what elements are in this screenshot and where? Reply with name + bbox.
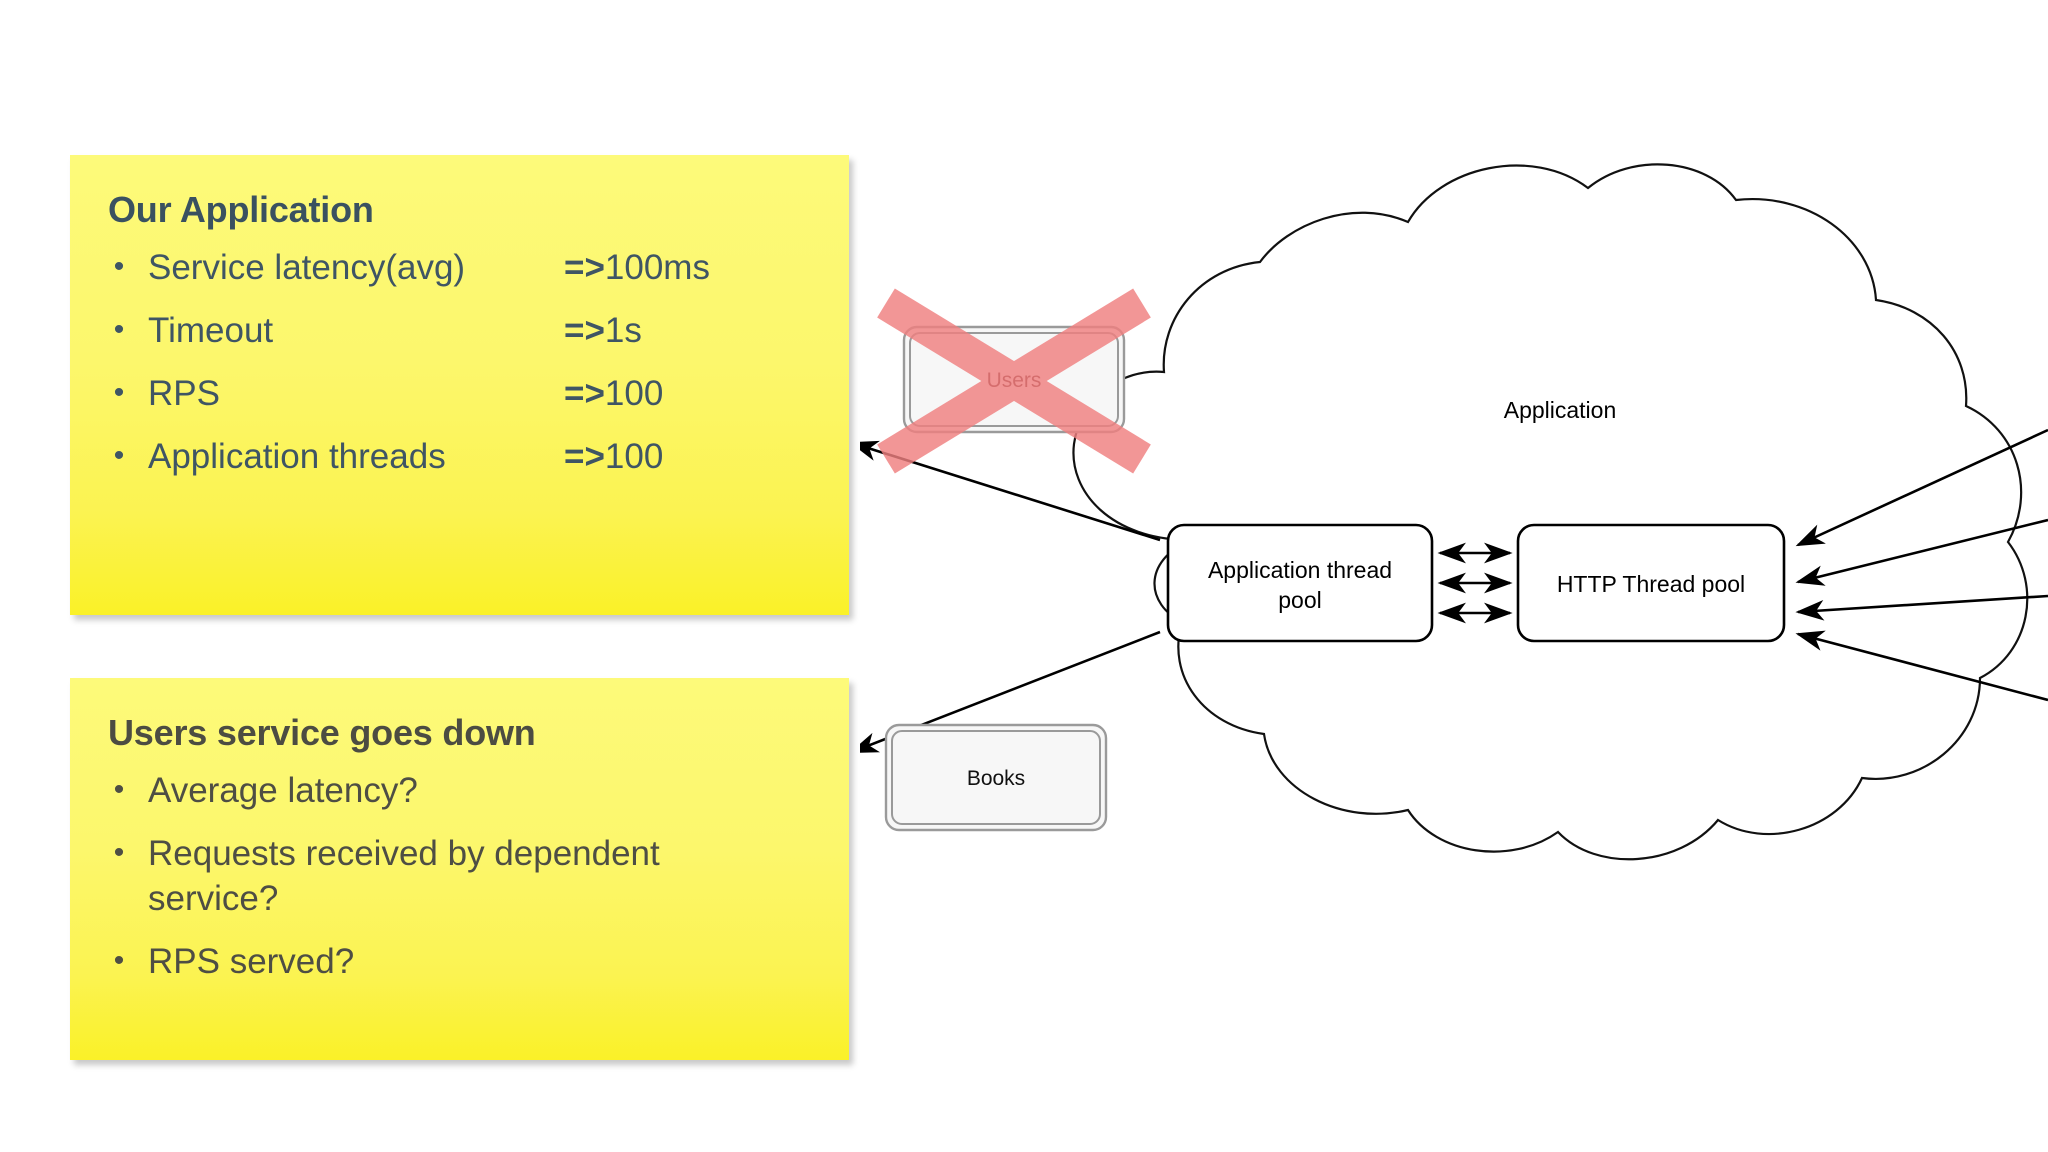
bullet-dot-icon: • (113, 375, 125, 409)
bullet-label: RPS served? (148, 941, 355, 981)
arrow-glyph: => (564, 373, 605, 413)
bullet-label: Requests received by dependent service? (148, 834, 660, 918)
bullet-value: =>100 (564, 435, 663, 480)
node-books: Books (884, 723, 1108, 832)
pool-connector-arrows (1437, 542, 1513, 624)
node-label: Books (967, 767, 1025, 790)
bullet-list: • Service latency(avg) =>100ms • Timeout… (90, 246, 809, 479)
bullet-item: • Service latency(avg) =>100ms (90, 246, 809, 291)
node-application-thread-pool: Application thread pool (1166, 523, 1434, 643)
bullet-item: • Timeout =>1s (90, 309, 809, 354)
node-label-line1: HTTP Thread pool (1557, 571, 1745, 597)
arrow-glyph: => (564, 436, 605, 476)
card-title: Users service goes down (108, 712, 536, 753)
application-cloud: Application (1072, 163, 2029, 861)
bullet-dot-icon: • (113, 250, 125, 284)
bullet-dot-icon: • (113, 773, 125, 807)
arrow-glyph: => (564, 248, 605, 288)
value-text: 100ms (604, 248, 710, 288)
bullet-dot-icon: • (113, 943, 125, 977)
value-text: 100 (604, 436, 664, 476)
cloud-label: Application (1504, 397, 1617, 423)
arrow-glyph: => (564, 311, 605, 351)
bullet-value: =>100 (564, 372, 663, 417)
node-http-thread-pool: HTTP Thread pool (1516, 523, 1786, 643)
bullet-item: • Requests received by dependent service… (90, 832, 809, 922)
node-users: Users (877, 288, 1151, 474)
bullet-label: Average latency? (148, 771, 418, 811)
bullet-value: =>100ms (564, 246, 710, 291)
node-label-line2: pool (1278, 587, 1321, 613)
incoming-request-arrows (1795, 428, 2048, 702)
bullet-label: Application threads (148, 436, 446, 476)
node-label-line1: Application thread (1208, 557, 1392, 583)
bullet-item: • Application threads =>100 (90, 435, 809, 480)
bullet-item: • Average latency? (90, 769, 809, 814)
bullet-item: • RPS served? (90, 940, 809, 985)
bullet-label: Timeout (148, 311, 274, 351)
bullet-label: RPS (148, 373, 220, 413)
red-x-overlay (877, 288, 1151, 474)
card-title: Our Application (108, 189, 374, 230)
bullet-value: =>1s (564, 309, 642, 354)
bullet-list: • Average latency? • Requests received b… (90, 769, 809, 984)
bullet-item: • RPS =>100 (90, 372, 809, 417)
card-our-application: Our Application • Service latency(avg) =… (70, 155, 849, 615)
bullet-dot-icon: • (113, 313, 125, 347)
value-text: 1s (604, 311, 642, 351)
card-users-service-goes-down: Users service goes down • Average latenc… (70, 678, 849, 1060)
bullet-dot-icon: • (113, 438, 125, 472)
bullet-dot-icon: • (113, 836, 125, 870)
architecture-diagram: Application Application thread pool HTTP… (860, 0, 2048, 1152)
value-text: 100 (604, 373, 664, 413)
bullet-label: Service latency(avg) (148, 248, 466, 288)
